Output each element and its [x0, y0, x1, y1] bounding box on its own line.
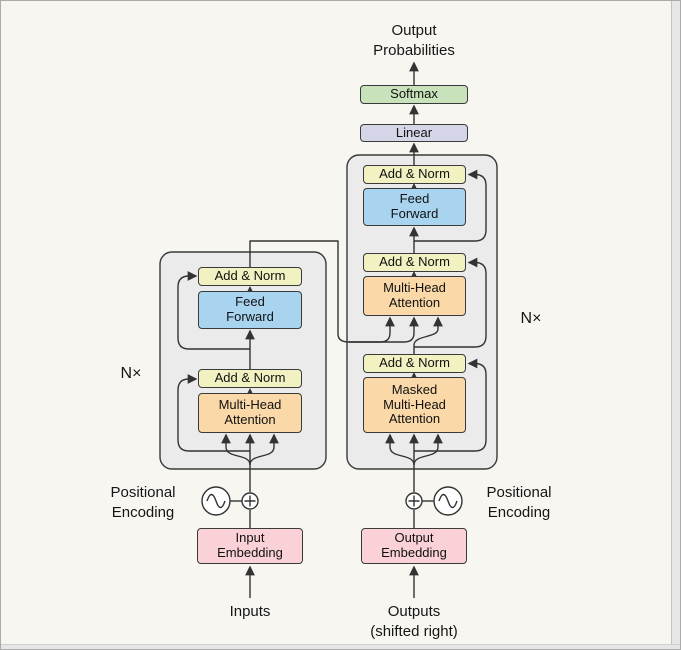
output-embedding-box: Output Embedding	[361, 528, 467, 564]
arrow-decoder-residual-cross-attention	[414, 257, 487, 348]
outputs-label: Outputs (shifted right)	[370, 603, 458, 640]
arrow-encoder-attention-right-branch	[249, 433, 279, 466]
sine-wave-icon-left	[206, 493, 226, 509]
encoder-addnorm-top-box: Add & Norm	[198, 267, 302, 286]
arrow-masked-attention-left-branch	[385, 433, 415, 466]
inputs-label: Inputs	[229, 603, 271, 620]
encoder-addnorm-bottom-box: Add & Norm	[198, 369, 302, 388]
arrow-masked-attention-right-branch	[413, 433, 443, 466]
encoder-repeat-count-label: N×	[120, 365, 142, 382]
bottom-edge-strip	[1, 644, 680, 649]
arrow-decoder-residual-masked-attention	[414, 358, 487, 452]
positional-encoding-left-label: Positional Encoding	[110, 484, 176, 521]
decoder-feed-forward-box: Feed Forward	[363, 188, 466, 226]
decoder-repeat-count-label: N×	[520, 310, 542, 327]
output-probabilities-label: Output Probabilities	[373, 22, 455, 59]
softmax-box: Softmax	[360, 85, 468, 104]
arrow-encoder-attention-left-branch	[221, 433, 251, 466]
encoder-feed-forward-box: Feed Forward	[198, 291, 302, 329]
arrow-encoder-to-decoder-key	[349, 316, 419, 343]
decoder-addnorm-bottom-box: Add & Norm	[363, 354, 466, 373]
plus-icon-right	[408, 495, 420, 507]
decoder-addnorm-middle-box: Add & Norm	[363, 253, 466, 272]
decoder-multi-head-attention-box: Multi-Head Attention	[363, 276, 466, 316]
arrow-decoder-residual-feedforward	[414, 169, 487, 242]
decoder-masked-multi-head-attention-box: Masked Multi-Head Attention	[363, 377, 466, 433]
arrow-encoder-residual-attention	[177, 374, 250, 452]
sine-wave-icon-right	[438, 493, 458, 509]
input-embedding-box: Input Embedding	[197, 528, 303, 564]
linear-box: Linear	[360, 124, 468, 142]
encoder-multi-head-attention-box: Multi-Head Attention	[198, 393, 302, 433]
decoder-addnorm-top-box: Add & Norm	[363, 165, 466, 184]
plus-icon-left	[244, 495, 256, 507]
line-encoder-output-to-decoder	[249, 240, 339, 334]
arrow-encoder-residual-feedforward	[177, 271, 250, 350]
right-edge-strip	[671, 1, 680, 649]
positional-encoding-right-label: Positional Encoding	[486, 484, 552, 521]
arrow-decoder-query-to-cross-attention	[413, 316, 443, 354]
